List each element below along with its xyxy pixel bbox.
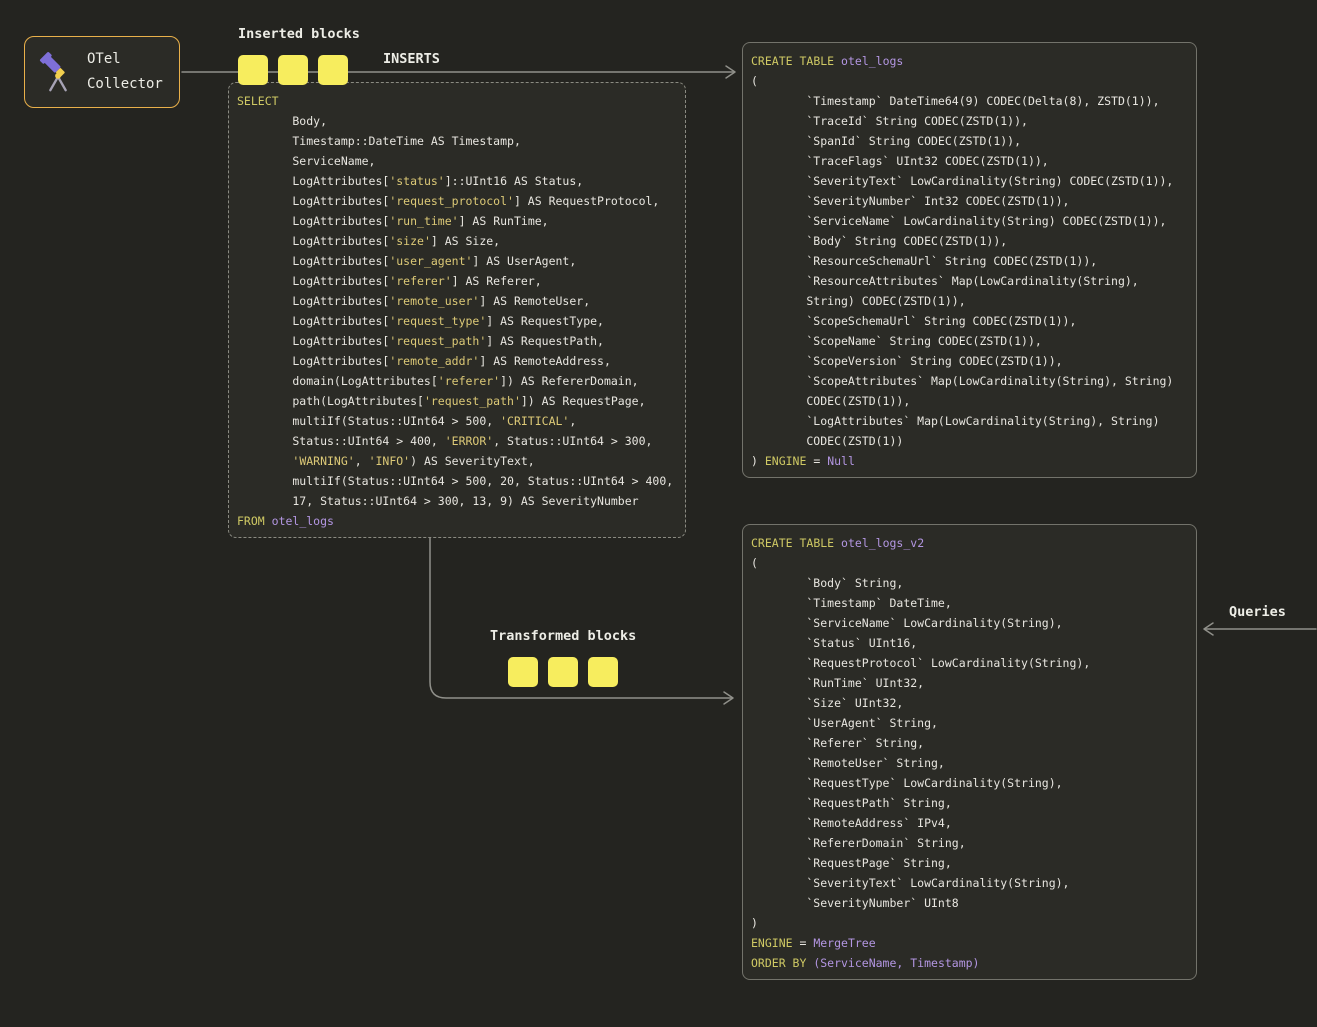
code-line: `ServiceName` LowCardinality(String) COD… — [751, 211, 1188, 231]
code-line: ( — [751, 71, 1188, 91]
code-line: multiIf(Status::UInt64 > 500, 'CRITICAL'… — [237, 411, 677, 431]
telescope-icon — [35, 49, 81, 95]
transformed-blocks-group — [508, 657, 618, 687]
code-line: `RequestType` LowCardinality(String), — [751, 773, 1188, 793]
materialized-view-sql-block: SELECT Body, Timestamp::DateTime AS Time… — [228, 82, 686, 538]
code-line: ENGINE = MergeTree — [751, 933, 1188, 953]
code-line: path(LogAttributes['request_path']) AS R… — [237, 391, 677, 411]
code-line: `SeverityText` LowCardinality(String), — [751, 873, 1188, 893]
code-line: `Size` UInt32, — [751, 693, 1188, 713]
code-line: SELECT — [237, 91, 677, 111]
code-line: LogAttributes['run_time'] AS RunTime, — [237, 211, 677, 231]
code-line: 17, Status::UInt64 > 300, 13, 9) AS Seve… — [237, 491, 677, 511]
otel-logs-v2-create-table-block: CREATE TABLE otel_logs_v2( `Body` String… — [742, 524, 1197, 980]
code-line: CODEC(ZSTD(1)), — [751, 391, 1188, 411]
queries-arrowhead-icon — [1204, 623, 1213, 635]
code-line: CODEC(ZSTD(1)) — [751, 431, 1188, 451]
code-line: `RemoteAddress` IPv4, — [751, 813, 1188, 833]
code-line: `SeverityNumber` Int32 CODEC(ZSTD(1)), — [751, 191, 1188, 211]
inserted-block — [278, 55, 308, 85]
code-line: `TraceId` String CODEC(ZSTD(1)), — [751, 111, 1188, 131]
code-line: `ServiceName` LowCardinality(String), — [751, 613, 1188, 633]
code-line: LogAttributes['referer'] AS Referer, — [237, 271, 677, 291]
code-line: LogAttributes['remote_user'] AS RemoteUs… — [237, 291, 677, 311]
code-line: `Body` String, — [751, 573, 1188, 593]
code-line: LogAttributes['status']::UInt16 AS Statu… — [237, 171, 677, 191]
code-line: `Timestamp` DateTime64(9) CODEC(Delta(8)… — [751, 91, 1188, 111]
code-line: ( — [751, 553, 1188, 573]
inserts-arrow-label: INSERTS — [383, 51, 440, 67]
transformed-block — [588, 657, 618, 687]
otel-logs-create-table-block: CREATE TABLE otel_logs( `Timestamp` Date… — [742, 42, 1197, 478]
transformed-blocks-label: Transformed blocks — [490, 628, 636, 644]
code-line: ServiceName, — [237, 151, 677, 171]
code-line: `Timestamp` DateTime, — [751, 593, 1188, 613]
code-line: domain(LogAttributes['referer']) AS Refe… — [237, 371, 677, 391]
code-line: CREATE TABLE otel_logs — [751, 51, 1188, 71]
code-line: ) ENGINE = Null — [751, 451, 1188, 471]
code-line: 'WARNING', 'INFO') AS SeverityText, — [237, 451, 677, 471]
transform-arrowhead-icon — [724, 692, 733, 704]
code-line: Timestamp::DateTime AS Timestamp, — [237, 131, 677, 151]
code-line: `LogAttributes` Map(LowCardinality(Strin… — [751, 411, 1188, 431]
code-line: Status::UInt64 > 400, 'ERROR', Status::U… — [237, 431, 677, 451]
code-line: `ScopeVersion` String CODEC(ZSTD(1)), — [751, 351, 1188, 371]
otel-collector-label-line2: Collector — [87, 72, 163, 97]
code-line: LogAttributes['remote_addr'] AS RemoteAd… — [237, 351, 677, 371]
code-line: multiIf(Status::UInt64 > 500, 20, Status… — [237, 471, 677, 491]
code-line: LogAttributes['request_path'] AS Request… — [237, 331, 677, 351]
code-line: `RefererDomain` String, — [751, 833, 1188, 853]
code-line: Body, — [237, 111, 677, 131]
code-line: `ResourceAttributes` Map(LowCardinality(… — [751, 271, 1188, 291]
code-line: ORDER BY (ServiceName, Timestamp) — [751, 953, 1188, 973]
code-line: LogAttributes['request_type'] AS Request… — [237, 311, 677, 331]
code-line: `ScopeSchemaUrl` String CODEC(ZSTD(1)), — [751, 311, 1188, 331]
code-line: `Referer` String, — [751, 733, 1188, 753]
code-line: `RemoteUser` String, — [751, 753, 1188, 773]
code-line: CREATE TABLE otel_logs_v2 — [751, 533, 1188, 553]
otel-collector-node: OTel Collector — [24, 36, 180, 108]
inserted-block — [318, 55, 348, 85]
queries-arrow-label: Queries — [1229, 604, 1286, 620]
code-line: `RequestProtocol` LowCardinality(String)… — [751, 653, 1188, 673]
code-line: `RunTime` UInt32, — [751, 673, 1188, 693]
code-line: `SeverityText` LowCardinality(String) CO… — [751, 171, 1188, 191]
code-line: `ResourceSchemaUrl` String CODEC(ZSTD(1)… — [751, 251, 1188, 271]
code-line: `Body` String CODEC(ZSTD(1)), — [751, 231, 1188, 251]
code-line: LogAttributes['request_protocol'] AS Req… — [237, 191, 677, 211]
otel-collector-label: OTel Collector — [87, 47, 163, 97]
inserted-blocks-group — [238, 55, 348, 85]
inserted-blocks-label: Inserted blocks — [238, 26, 360, 42]
code-line: LogAttributes['size'] AS Size, — [237, 231, 677, 251]
code-line: FROM otel_logs — [237, 511, 677, 531]
code-line: `ScopeAttributes` Map(LowCardinality(Str… — [751, 371, 1188, 391]
code-line: String) CODEC(ZSTD(1)), — [751, 291, 1188, 311]
inserts-arrowhead-icon — [726, 66, 735, 78]
code-line: ) — [751, 913, 1188, 933]
code-line: `SeverityNumber` UInt8 — [751, 893, 1188, 913]
code-line: `RequestPath` String, — [751, 793, 1188, 813]
inserted-block — [238, 55, 268, 85]
code-line: `ScopeName` String CODEC(ZSTD(1)), — [751, 331, 1188, 351]
code-line: LogAttributes['user_agent'] AS UserAgent… — [237, 251, 677, 271]
code-line: `UserAgent` String, — [751, 713, 1188, 733]
transformed-block — [508, 657, 538, 687]
code-line: `RequestPage` String, — [751, 853, 1188, 873]
transformed-block — [548, 657, 578, 687]
code-line: `Status` UInt16, — [751, 633, 1188, 653]
code-line: `SpanId` String CODEC(ZSTD(1)), — [751, 131, 1188, 151]
otel-collector-label-line1: OTel — [87, 47, 163, 72]
code-line: `TraceFlags` UInt32 CODEC(ZSTD(1)), — [751, 151, 1188, 171]
